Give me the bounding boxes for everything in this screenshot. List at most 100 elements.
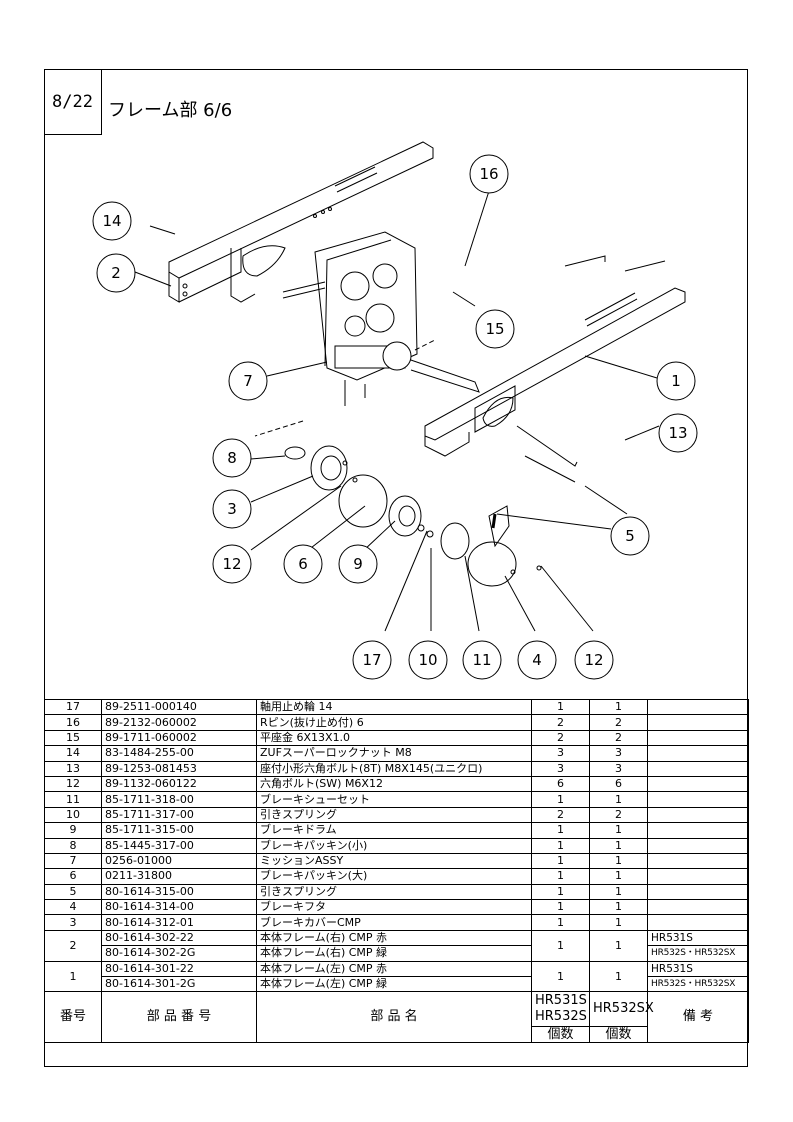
- callout-7: 7: [228, 361, 268, 401]
- callout-10: 10: [408, 640, 448, 680]
- row-qty-2: 1: [589, 929, 648, 962]
- callout-14: 14: [92, 201, 132, 241]
- callout-label: 12: [584, 651, 603, 669]
- row-qty-2: 3: [589, 760, 648, 777]
- header-no: 番号: [44, 991, 102, 1044]
- row-qty-2: 1: [589, 868, 648, 885]
- callout-label: 17: [362, 651, 381, 669]
- row-part-name: ブレーキパッキン(大): [256, 868, 532, 885]
- row-remarks: [647, 899, 749, 916]
- row-remarks: HR532S・HR532SX: [647, 976, 749, 993]
- row-no: 17: [44, 698, 102, 716]
- row-part-name: ZUFスーパーロックナット M8: [256, 745, 532, 762]
- row-qty-1: 1: [531, 929, 590, 962]
- callout-label: 16: [479, 165, 498, 183]
- row-qty-1: 1: [531, 791, 590, 808]
- row-qty-2: 3: [589, 745, 648, 762]
- callout-2: 2: [96, 253, 136, 293]
- row-no: 11: [44, 791, 102, 808]
- table-row: 80-1614-301-2G 本体フレーム(左) CMP 緑 HR532S・HR…: [45, 976, 749, 993]
- row-part-number: 89-1253-081453: [101, 760, 257, 777]
- row-remarks: [647, 837, 749, 854]
- row-remarks: HR531S: [647, 929, 749, 947]
- callout-1: 1: [656, 361, 696, 401]
- table-row: 2 80-1614-302-22 本体フレーム(右) CMP 赤 1 1 HR5…: [44, 929, 749, 962]
- row-no: 10: [44, 806, 102, 824]
- row-part-name: 座付小形六角ボルト(8T) M8X145(ユニクロ): [256, 760, 532, 777]
- row-no: 5: [44, 883, 102, 901]
- table-row: 1 80-1614-301-22 本体フレーム(左) CMP 赤 1 1 HR5…: [44, 960, 749, 993]
- callout-label: 14: [102, 212, 121, 230]
- page-number: 8/22: [44, 69, 102, 135]
- row-remarks: [647, 745, 749, 762]
- row-part-name: 軸用止め輪 14: [256, 698, 532, 716]
- leader-lines: [134, 190, 660, 632]
- row-part-number: 85-1711-317-00: [101, 806, 257, 824]
- row-remarks: [647, 883, 749, 901]
- row-qty-2: 1: [589, 899, 648, 916]
- row-part-name: 引きスプリング: [256, 806, 532, 824]
- callout-label: 12: [222, 555, 241, 573]
- parts-grouped-body: 2 80-1614-302-22 本体フレーム(右) CMP 赤 1 1 HR5…: [44, 929, 749, 1044]
- callout-5: 5: [610, 516, 650, 556]
- callout-12b: 12: [574, 640, 614, 680]
- callout-17: 17: [352, 640, 392, 680]
- row-part-name: Rピン(抜け止め付) 6: [256, 714, 532, 731]
- row-part-name: ブレーキドラム: [256, 822, 532, 839]
- row-part-number: 83-1484-255-00: [101, 745, 257, 762]
- header-remarks: 備 考: [647, 991, 749, 1044]
- row-no: 4: [44, 899, 102, 916]
- row-qty-2: 2: [589, 714, 648, 731]
- row-qty-2: 1: [589, 914, 648, 931]
- callout-label: 8: [227, 449, 237, 467]
- row-part-name: 本体フレーム(左) CMP 赤: [256, 960, 532, 978]
- row-qty-1: 1: [531, 914, 590, 931]
- row-qty-2: 1: [589, 791, 648, 808]
- row-remarks: HR532S・HR532SX: [647, 945, 749, 962]
- row-remarks: [647, 760, 749, 777]
- transmission-drawing: [282, 231, 480, 406]
- row-no: 3: [44, 914, 102, 931]
- callout-4: 4: [517, 640, 557, 680]
- row-part-name: ブレーキカバーCMP: [256, 914, 532, 931]
- callout-label: 1: [671, 372, 681, 390]
- row-qty-2: 2: [589, 729, 648, 747]
- callout-12: 12: [212, 544, 252, 584]
- row-qty-1: 2: [531, 729, 590, 747]
- row-qty-1: 1: [531, 852, 590, 870]
- header-part-number: 部 品 番 号: [101, 991, 257, 1044]
- header-model-1b: HR532S: [535, 1009, 587, 1025]
- row-qty-1: 1: [531, 698, 590, 716]
- row-remarks: [647, 914, 749, 931]
- callout-label: 2: [111, 264, 121, 282]
- row-qty-2: 1: [589, 960, 648, 993]
- row-remarks: [647, 868, 749, 885]
- row-no: 14: [44, 745, 102, 762]
- callout-label: 7: [243, 372, 253, 390]
- callout-label: 3: [227, 500, 237, 518]
- row-part-name: ブレーキパッキン(小): [256, 837, 532, 854]
- row-qty-2: 6: [589, 775, 648, 793]
- row-part-number: 89-1711-060002: [101, 729, 257, 747]
- row-part-number: 80-1614-302-2G: [101, 945, 257, 962]
- row-no: 13: [44, 760, 102, 777]
- row-part-number: 89-1132-060122: [101, 775, 257, 793]
- row-qty-1: 2: [531, 714, 590, 731]
- row-remarks: HR531S: [647, 960, 749, 978]
- brake-parts-drawing: [284, 255, 666, 587]
- row-qty-1: 3: [531, 745, 590, 762]
- row-part-number: 0211-31800: [101, 868, 257, 885]
- row-no: 9: [44, 822, 102, 839]
